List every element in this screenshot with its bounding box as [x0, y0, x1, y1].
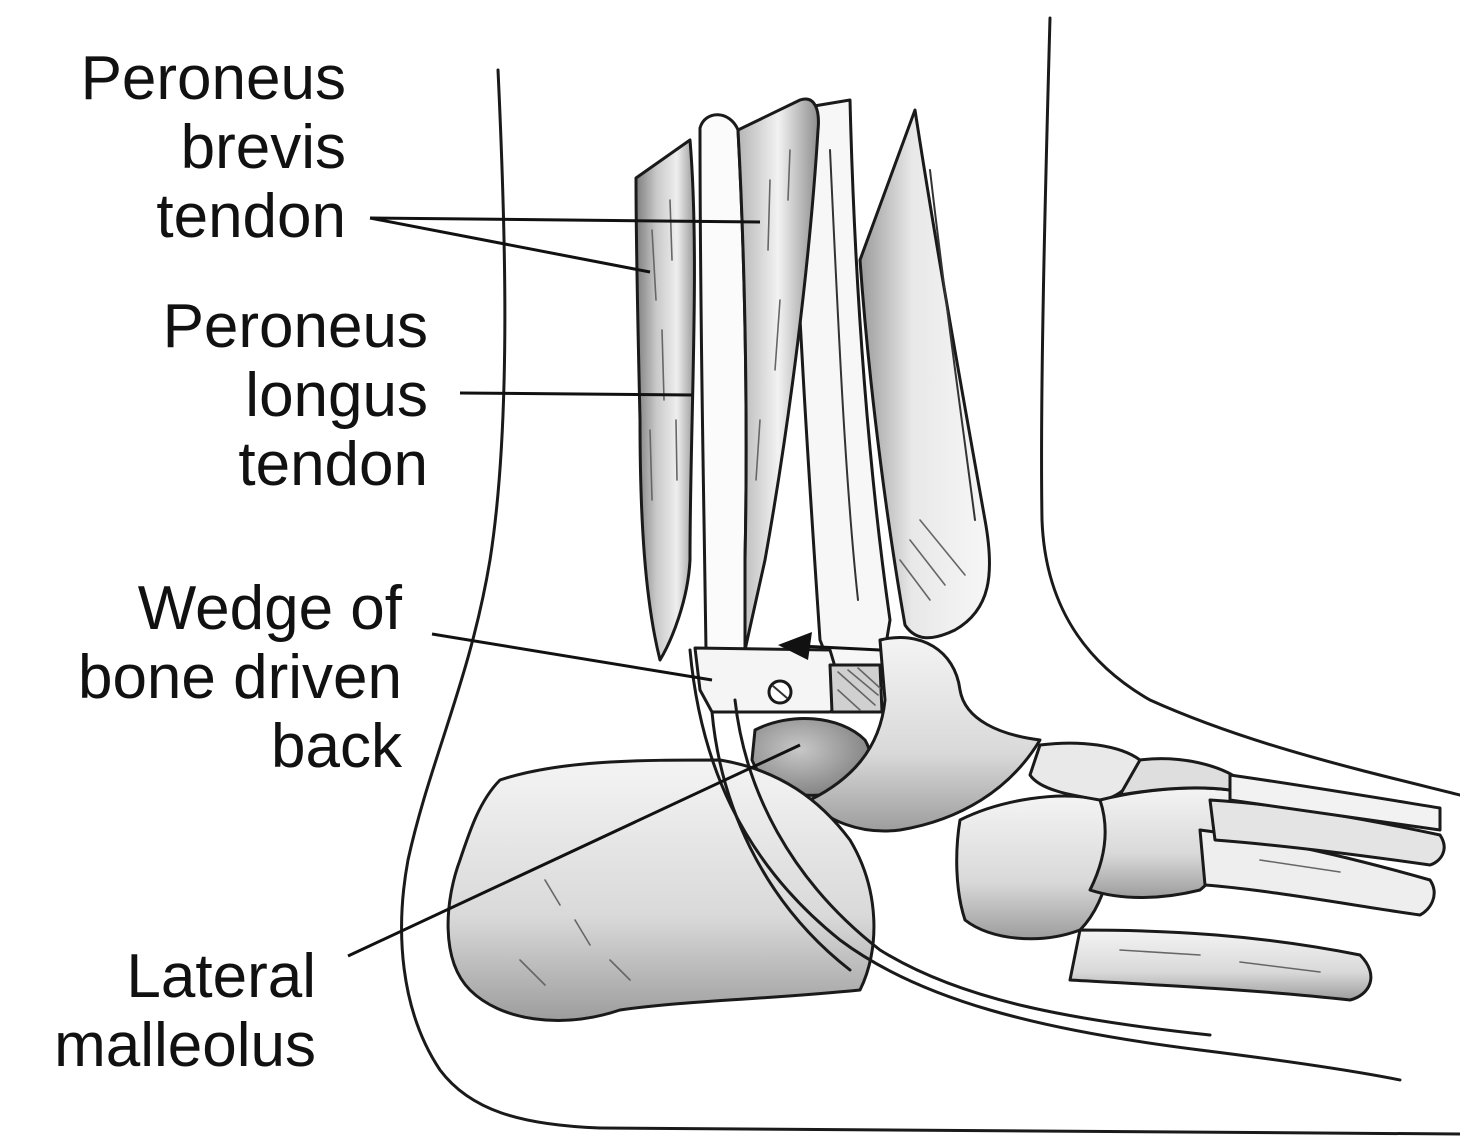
label-line: tendon: [163, 430, 428, 499]
label-peroneus-longus-tendon: Peroneus longus tendon: [163, 292, 428, 499]
label-line: Peroneus: [81, 44, 346, 113]
label-line: tendon: [81, 182, 346, 251]
label-line: Wedge of: [78, 574, 402, 643]
label-line: bone driven: [78, 643, 402, 712]
leader-longus: [460, 393, 692, 395]
peroneus-longus-tendon-shape: [700, 99, 818, 650]
peroneus-brevis-tendon-shape: [636, 140, 694, 660]
calcaneus: [448, 760, 874, 1020]
label-wedge-of-bone: Wedge of bone driven back: [78, 574, 402, 781]
label-lateral-malleolus: Lateral malleolus: [54, 942, 316, 1080]
label-line: back: [78, 712, 402, 781]
label-line: Peroneus: [163, 292, 428, 361]
leader-brevis-b: [370, 218, 650, 272]
label-line: brevis: [81, 113, 346, 182]
label-line: malleolus: [54, 1011, 316, 1080]
label-line: longus: [163, 361, 428, 430]
label-line: Lateral: [54, 942, 316, 1011]
label-peroneus-brevis-tendon: Peroneus brevis tendon: [81, 44, 346, 251]
